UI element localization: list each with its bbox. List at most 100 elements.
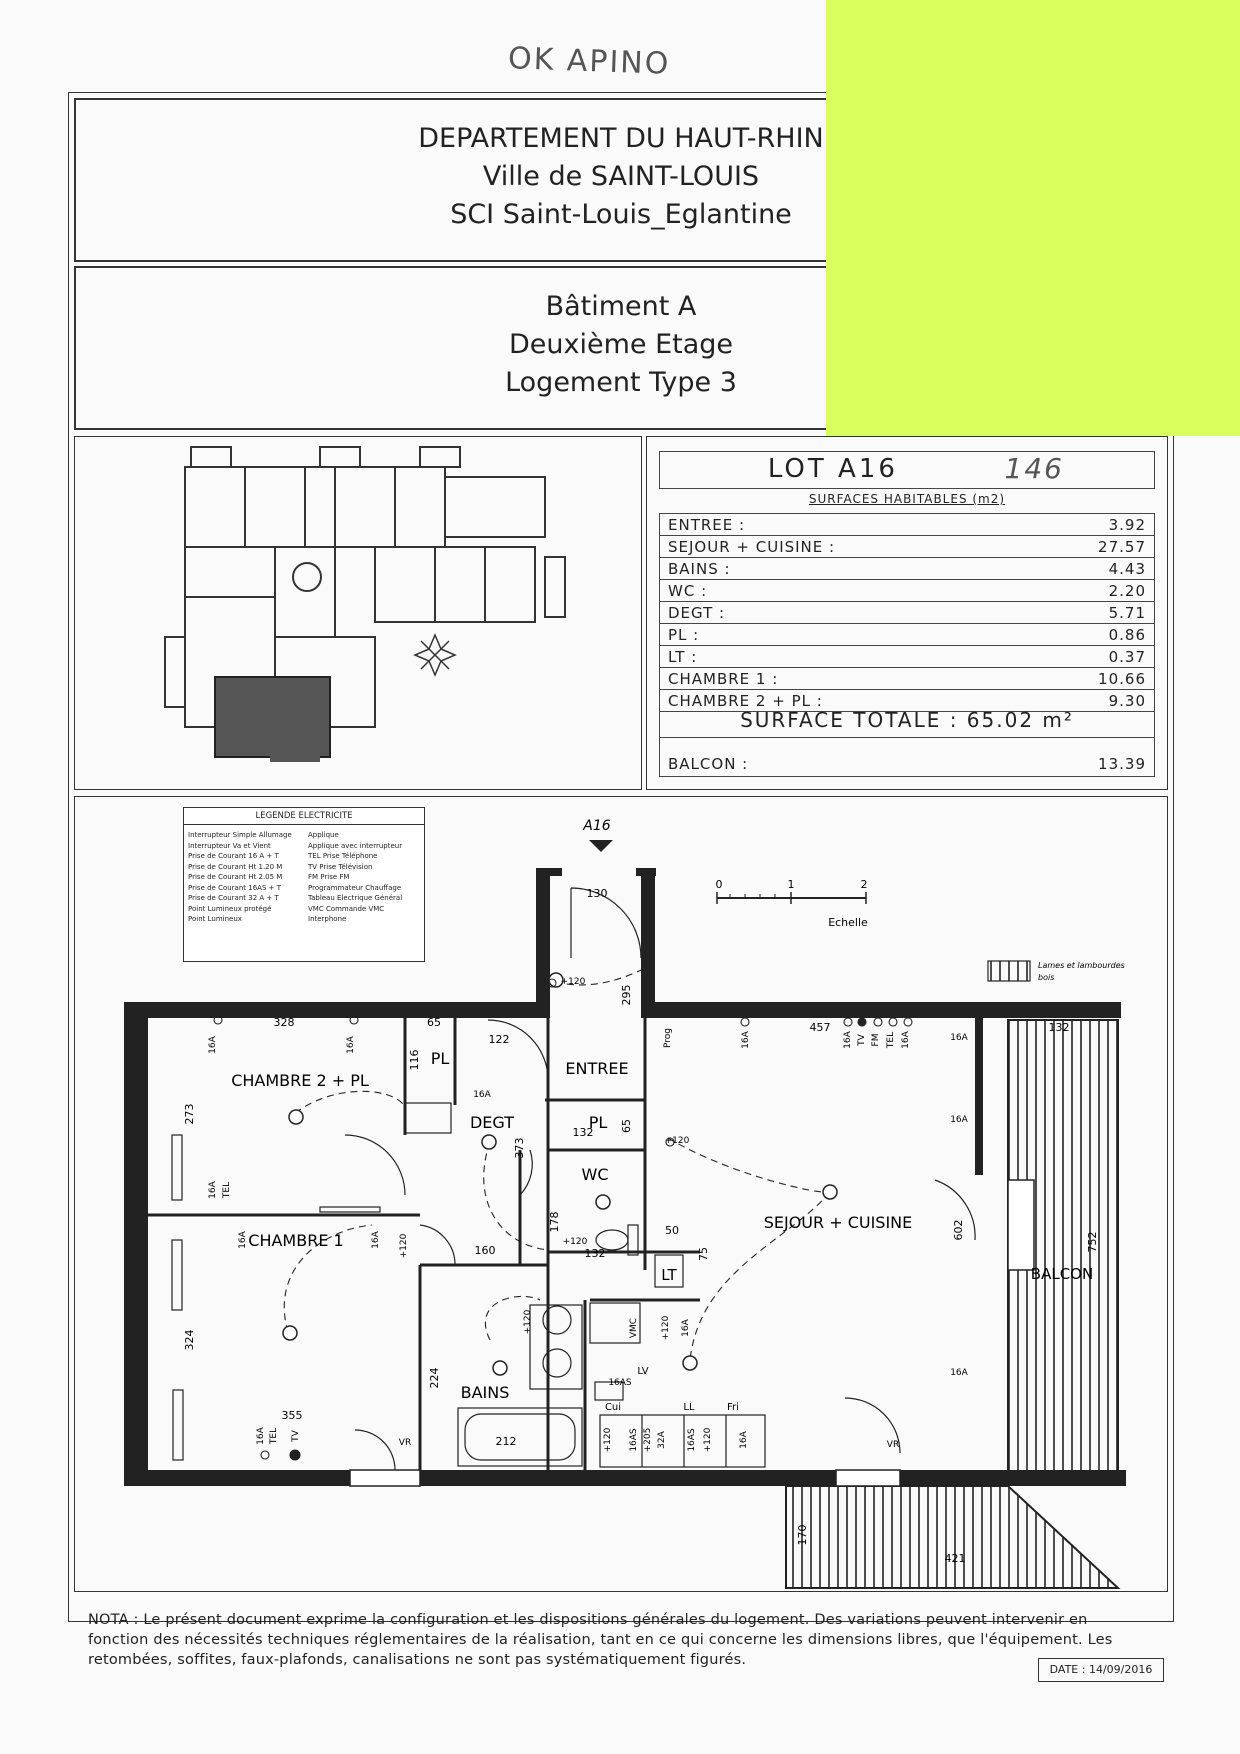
label-ll: LL — [683, 1402, 695, 1413]
legend-right-6: Tableau Electrique Général — [308, 894, 403, 902]
room-balcon: BALCON — [1031, 1265, 1093, 1283]
compass-icon — [413, 633, 457, 677]
socket-16a-chambre2-b: 16A — [346, 1035, 356, 1053]
legend-right-0: Applique — [308, 831, 339, 839]
socket-16a-sejour-f: 16A — [950, 1368, 968, 1378]
balcon-value: 13.39 — [1098, 755, 1146, 773]
surface-value: 9.30 — [1026, 689, 1154, 712]
subheader-box: Bâtiment A Deuxième Etage Logement Type … — [74, 266, 1168, 430]
surfaces-box: LOT A16 146 SURFACES HABITABLES (m2) ENT… — [646, 436, 1168, 790]
sticky-note — [826, 0, 1240, 436]
socket-tel-chambre1: TEL — [269, 1428, 279, 1445]
header-line-1: DEPARTEMENT DU HAUT-RHIN — [418, 123, 824, 154]
socket-fm-sejour: FM — [871, 1034, 881, 1047]
surface-label: BAINS : — [660, 557, 1027, 580]
socket-120-sejour: +120 — [665, 1136, 690, 1146]
room-degt: DEGT — [470, 1113, 514, 1132]
surface-row: DEGT :5.71 — [660, 601, 1154, 624]
socket-tel-chambre2: TEL — [222, 1182, 232, 1199]
socket-vr-chambre1: VR — [399, 1438, 411, 1448]
legend-left-6: Prise de Courant 32 A + T — [188, 894, 279, 902]
dim-132-a: 132 — [573, 1126, 594, 1139]
room-sejour: SEJOUR + CUISINE — [764, 1213, 913, 1232]
socket-16as-cui: 16AS — [629, 1428, 639, 1452]
dim-295: 295 — [620, 985, 633, 1006]
socket-16a-chambre1-c: 16A — [256, 1426, 266, 1444]
socket-32a-cui: 32A — [657, 1430, 667, 1448]
label-lv: LV — [637, 1366, 648, 1377]
header-line-2: Ville de SAINT-LOUIS — [482, 161, 760, 192]
surface-row: CHAMBRE 2 + PL :9.30 — [660, 689, 1154, 712]
socket-16as-ll: 16AS — [687, 1428, 697, 1452]
dim-75: 75 — [697, 1247, 710, 1261]
surface-label: WC : — [660, 579, 1027, 602]
hatch-note-2: bois — [1038, 973, 1054, 982]
legend-left-3: Prise de Courant Ht 1.20 M — [188, 862, 283, 871]
label-fri: Fri — [727, 1402, 739, 1413]
header-line-3: SCI Saint-Louis_Eglantine — [450, 199, 792, 230]
plan-frame — [74, 796, 1168, 1592]
dim-65-a: 65 — [427, 1016, 441, 1029]
lot-title-box: LOT A16 146 — [659, 451, 1155, 489]
scale-tick-1: 1 — [788, 878, 795, 891]
lot-marker-label: A16 — [582, 818, 610, 834]
legend-left-5: Prise de Courant 16AS + T — [188, 883, 281, 892]
floor-label: Deuxième Etage — [508, 329, 734, 360]
footer-note: NOTA : Le présent document exprime la co… — [88, 1612, 1113, 1668]
lot-title: LOT A16 — [767, 454, 898, 484]
surfaces-subtitle: SURFACES HABITABLES (m2) — [808, 492, 1006, 506]
dim-178: 178 — [548, 1212, 561, 1233]
key-plan — [164, 446, 566, 762]
room-pl-entree: PL — [589, 1113, 608, 1132]
dim-328: 328 — [274, 1016, 295, 1029]
surface-row: CHAMBRE 1 :10.66 — [660, 667, 1154, 690]
surface-label: SEJOUR + CUISINE : — [660, 535, 1027, 558]
legend-left-4: Prise de Courant Ht 2.05 M — [188, 873, 283, 881]
legend-right-5: Programmateur Chauffage — [308, 883, 402, 892]
dim-752: 752 — [1086, 1232, 1099, 1253]
legend-right-4: FM Prise FM — [308, 873, 350, 881]
sheet-frame — [68, 92, 1174, 1622]
socket-16a-sejour-a: 16A — [741, 1030, 751, 1048]
surface-value: 2.20 — [1026, 579, 1154, 602]
room-lt: LT — [661, 1266, 677, 1284]
socket-120-cui: +120 — [603, 1427, 613, 1452]
surface-row: LT :0.37 — [660, 645, 1154, 668]
surface-row: PL :0.86 — [660, 623, 1154, 646]
building-label: Bâtiment A — [545, 291, 697, 322]
socket-vmc: VMC — [629, 1318, 639, 1338]
dim-373: 373 — [513, 1138, 526, 1159]
room-entree: ENTREE — [565, 1059, 628, 1078]
surface-label: ENTREE : — [660, 514, 1027, 536]
surface-value: 5.71 — [1026, 601, 1154, 624]
lot-marker-arrow — [589, 840, 613, 852]
surface-value: 27.57 — [1026, 535, 1154, 558]
legend-right-8: Interphone — [308, 915, 347, 923]
socket-16as-bains: 16AS — [608, 1378, 632, 1388]
socket-120-ll: +120 — [703, 1427, 713, 1452]
socket-16a-sejour-c: 16A — [901, 1030, 911, 1048]
surface-total: SURFACE TOTALE : 65.02 m² — [740, 708, 1074, 732]
legend-right-7: VMC Commande VMC — [308, 904, 385, 913]
legend-left-2: Prise de Courant 16 A + T — [188, 852, 279, 860]
socket-16a-chambre2-a: 16A — [208, 1035, 218, 1053]
surface-value: 10.66 — [1026, 667, 1154, 690]
surface-row: BAINS :4.43 — [660, 557, 1154, 580]
surface-label: LT : — [660, 645, 1027, 668]
dim-160: 160 — [475, 1244, 496, 1257]
socket-16a-chambre1-b: 16A — [371, 1230, 381, 1248]
lot-handwritten-number: 146 — [1004, 452, 1064, 485]
dim-212: 212 — [496, 1435, 517, 1448]
socket-tv-sejour: TV — [857, 1033, 867, 1046]
balcony-bottom — [785, 1485, 1121, 1589]
surface-label: CHAMBRE 1 : — [660, 667, 1027, 690]
dim-224: 224 — [428, 1368, 441, 1389]
scale-tick-0: 0 — [716, 878, 723, 891]
footer-date: DATE : 14/09/2016 — [1038, 1658, 1164, 1682]
dim-50: 50 — [665, 1224, 679, 1237]
dim-116: 116 — [408, 1050, 421, 1071]
socket-tel-sejour: TEL — [886, 1032, 896, 1049]
